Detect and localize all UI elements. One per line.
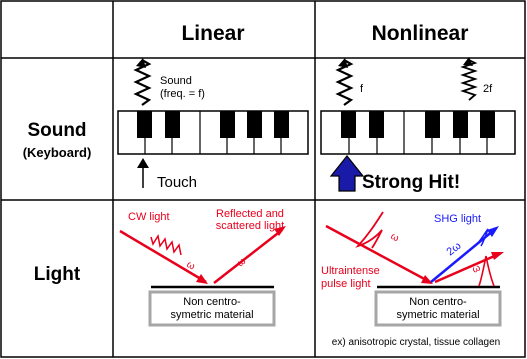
material-label-linear-2: symetric material xyxy=(170,309,253,321)
material-box-nonlinear xyxy=(374,290,502,327)
sound-wave-f-arrowhead-icon xyxy=(338,58,348,68)
incident-beam-linear xyxy=(119,229,207,284)
shg-arrowhead-icon xyxy=(487,226,499,237)
omega-incident-nonlinear-label: ω xyxy=(389,231,401,244)
cw-light-wave-icon xyxy=(150,234,182,256)
material-label-nonlinear-1: Non centro- xyxy=(409,296,467,308)
header-nonlinear: Nonlinear xyxy=(372,22,469,45)
touch-label: Touch xyxy=(157,174,197,191)
touch-arrowhead-icon xyxy=(137,158,149,168)
incident-arrowhead-nonlinear-icon xyxy=(421,275,433,284)
keyboard-nonlinear xyxy=(320,110,516,155)
two-omega-label: 2ω xyxy=(444,240,463,259)
header-linear: Linear xyxy=(181,22,244,45)
ultraintense-label-1: Ultraintense xyxy=(321,265,380,277)
shg-light-label: SHG light xyxy=(434,213,481,225)
material-label-nonlinear-2: symetric material xyxy=(396,309,479,321)
freq-f-label: f xyxy=(360,83,364,95)
ultraintense-label-2: pulse light xyxy=(321,278,371,290)
sound-wave-2f-arrowhead-icon xyxy=(463,57,473,66)
cw-light-label: CW light xyxy=(128,211,170,223)
shg-beam xyxy=(430,229,495,283)
row-title-sound: Sound xyxy=(27,120,86,141)
strong-hit-arrow-icon xyxy=(329,155,365,192)
incident-arrowhead-linear-icon xyxy=(196,274,208,284)
row-title-light: Light xyxy=(34,264,81,285)
reflected-label-1: Reflected and xyxy=(216,208,284,220)
reflected-beam-linear xyxy=(213,229,283,284)
example-label: ex) anisotropic crystal, tissue collagen xyxy=(332,337,500,348)
sound-freq-label: (freq. = f) xyxy=(160,88,205,100)
reflected-label-2: scattered light xyxy=(216,220,284,232)
sound-wave-2f-icon xyxy=(460,59,478,101)
reflected-pulse-icon xyxy=(478,255,495,287)
reflected-arrowhead-nonlinear-icon xyxy=(491,252,504,260)
ultraintense-pulse-icon xyxy=(355,211,384,249)
reflected-beam-nonlinear xyxy=(434,252,500,284)
material-label-linear-1: Non centro- xyxy=(183,296,241,308)
material-box-linear xyxy=(148,290,276,327)
sound-wave-arrowhead-icon xyxy=(136,58,146,68)
omega-reflected-nonlinear-label: ω xyxy=(471,262,483,275)
incident-beam-nonlinear xyxy=(325,224,431,284)
shg-pulse-icon xyxy=(477,228,489,247)
keyboard-linear xyxy=(117,110,309,155)
row-subtitle-keyboard: (Keyboard) xyxy=(23,145,92,160)
sound-label: Sound xyxy=(160,75,192,87)
strong-hit-label: Strong Hit! xyxy=(362,172,460,193)
freq-2f-label: 2f xyxy=(483,83,493,95)
reflected-arrowhead-linear-icon xyxy=(274,226,286,236)
